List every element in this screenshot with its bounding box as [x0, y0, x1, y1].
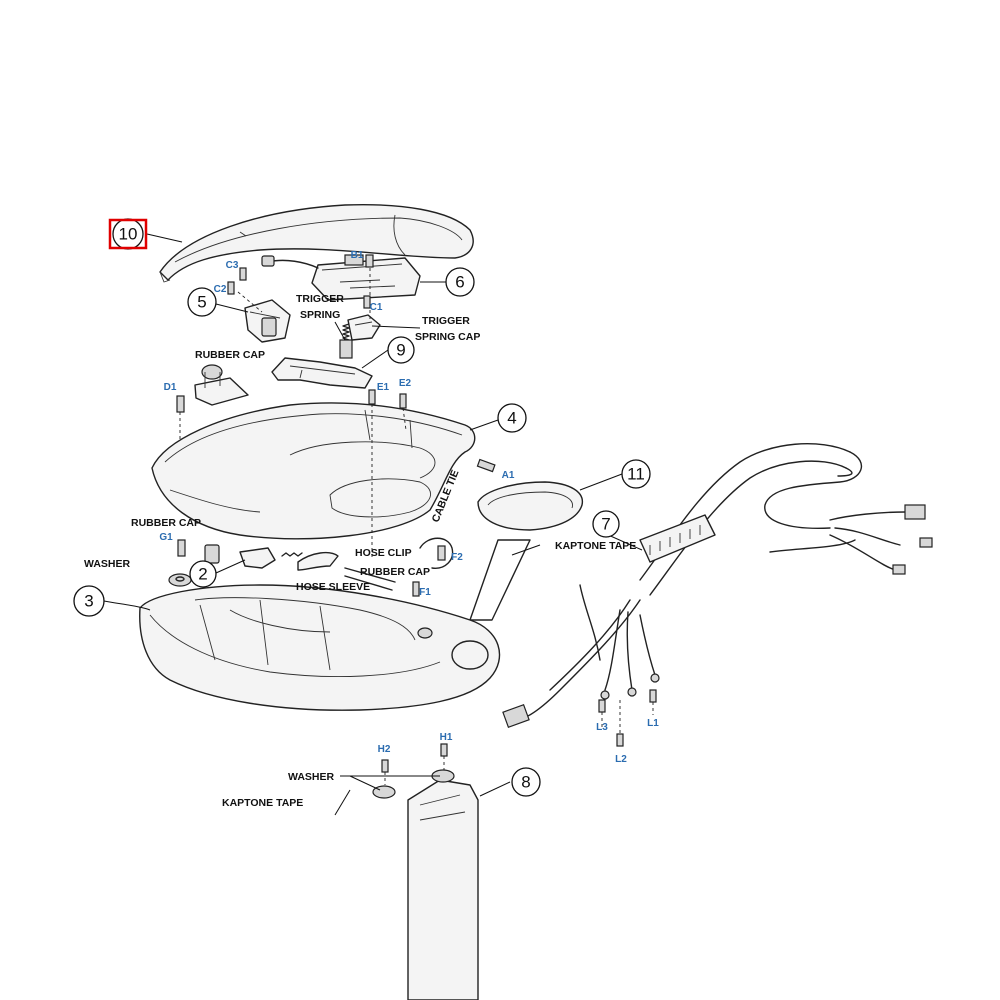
code-e1: E1	[377, 382, 390, 393]
code-c3: C3	[226, 260, 239, 271]
code-f1: F1	[419, 587, 431, 598]
screw-e2[interactable]	[399, 393, 407, 409]
code-l2: L2	[615, 754, 627, 765]
leader-lines	[103, 233, 643, 816]
code-c1: C1	[370, 302, 383, 313]
hose-sleeve-part[interactable]	[281, 552, 396, 591]
screw-a1[interactable]	[476, 458, 496, 473]
part-4-upper-shell[interactable]	[151, 402, 476, 540]
code-a1: A1	[502, 470, 515, 481]
code-h2: H2	[378, 744, 391, 755]
kaptone-tape-right-label: KAPTONE TAPE	[555, 540, 636, 552]
screw-c1[interactable]	[363, 295, 371, 309]
callout-9-number: 9	[396, 341, 405, 360]
callout-4[interactable]: 4	[497, 403, 527, 433]
callout-3[interactable]: 3	[73, 585, 105, 617]
trigger-spring-cap[interactable]	[347, 314, 381, 341]
callout-2-number: 2	[198, 565, 207, 584]
part-7-hose-harness[interactable]	[502, 443, 933, 729]
callout-2[interactable]: 2	[189, 560, 217, 588]
assembly-lines	[179, 268, 654, 785]
cable-tie-part[interactable]	[419, 537, 454, 569]
screw-c2[interactable]	[227, 281, 235, 295]
code-c2: C2	[214, 284, 227, 295]
callout-5-number: 5	[197, 293, 206, 312]
rubber-cap-mid-label: RUBBER CAP	[131, 517, 201, 529]
callout-10-number: 10	[119, 225, 138, 244]
code-l1: L1	[647, 718, 659, 729]
screw-e1[interactable]	[368, 389, 376, 405]
callout-6[interactable]: 6	[445, 267, 475, 297]
part-11-oval-cap[interactable]	[477, 481, 583, 531]
screw-codes: B1 C3 C2 C1 D1 E1 E2 A1 G1 F2 F1 H2 H1 L…	[159, 250, 659, 765]
part-10-handle-cover[interactable]	[159, 203, 474, 283]
callout-4-number: 4	[507, 409, 516, 428]
code-b1: B1	[351, 250, 364, 261]
highlight-box	[108, 218, 148, 250]
washer-bottom-label: WASHER	[288, 771, 335, 783]
code-e2: E2	[399, 378, 412, 389]
screw-c3[interactable]	[239, 267, 247, 281]
screw-d1[interactable]	[176, 395, 185, 413]
callout-8[interactable]: 8	[511, 767, 541, 797]
callout-11-number: 11	[627, 465, 645, 484]
callout-11[interactable]: 11	[621, 459, 651, 489]
screw-l2[interactable]	[616, 733, 624, 747]
code-f2: F2	[451, 552, 463, 563]
callout-7-number: 7	[601, 515, 610, 534]
hose-sleeve-label: HOSE SLEEVE	[296, 581, 370, 593]
screw-f2[interactable]	[437, 545, 446, 561]
screw-h1[interactable]	[440, 743, 448, 757]
callout-3-number: 3	[84, 592, 93, 611]
trigger-spring-cap-label-line2: SPRING CAP	[415, 331, 480, 343]
callout-5[interactable]: 5	[187, 287, 217, 317]
code-d1: D1	[164, 382, 177, 393]
rubber-cap-top-part[interactable]	[194, 364, 249, 406]
code-l3: L3	[596, 722, 608, 733]
code-h1: H1	[440, 732, 453, 743]
callout-9[interactable]: 9	[387, 336, 415, 364]
trigger-spring-cap-label-line1: TRIGGER	[422, 315, 470, 327]
callout-6-number: 6	[455, 273, 464, 292]
rubber-cap-low-label: RUBBER CAP	[360, 566, 430, 578]
screw-f1[interactable]	[412, 581, 420, 597]
part-5-valve-assembly[interactable]	[237, 291, 291, 343]
callout-8-number: 8	[521, 773, 530, 792]
washer-left-label: WASHER	[84, 558, 131, 570]
part-2-connector[interactable]	[204, 544, 276, 569]
screw-l3[interactable]	[598, 699, 606, 713]
trigger-spring-label-line1: TRIGGER	[296, 293, 344, 305]
part-9-trigger[interactable]	[271, 357, 373, 389]
kaptone-tape-bottom-label: KAPTONE TAPE	[222, 797, 303, 809]
kaptone-tape-strip[interactable]	[469, 539, 531, 621]
code-g1: G1	[159, 532, 173, 543]
trigger-spring[interactable]	[339, 323, 353, 359]
washer-bottom-parts[interactable]	[372, 769, 455, 799]
hose-clip-label: HOSE CLIP	[355, 547, 412, 559]
callout-10[interactable]: 10	[108, 218, 148, 250]
callout-7[interactable]: 7	[592, 510, 620, 538]
hose-clip-part[interactable]	[297, 551, 339, 571]
part-8-bracket[interactable]	[407, 779, 479, 1000]
screw-b1[interactable]	[365, 254, 374, 268]
washer-left-part[interactable]	[168, 573, 192, 587]
screw-g1[interactable]	[177, 539, 186, 557]
part-3-base[interactable]	[139, 584, 501, 711]
rubber-cap-top-label: RUBBER CAP	[195, 349, 265, 361]
screw-l1[interactable]	[649, 689, 657, 703]
part-6-trigger-plate[interactable]	[261, 254, 421, 301]
trigger-spring-label-line2: SPRING	[300, 309, 340, 321]
screw-h2[interactable]	[381, 759, 389, 773]
